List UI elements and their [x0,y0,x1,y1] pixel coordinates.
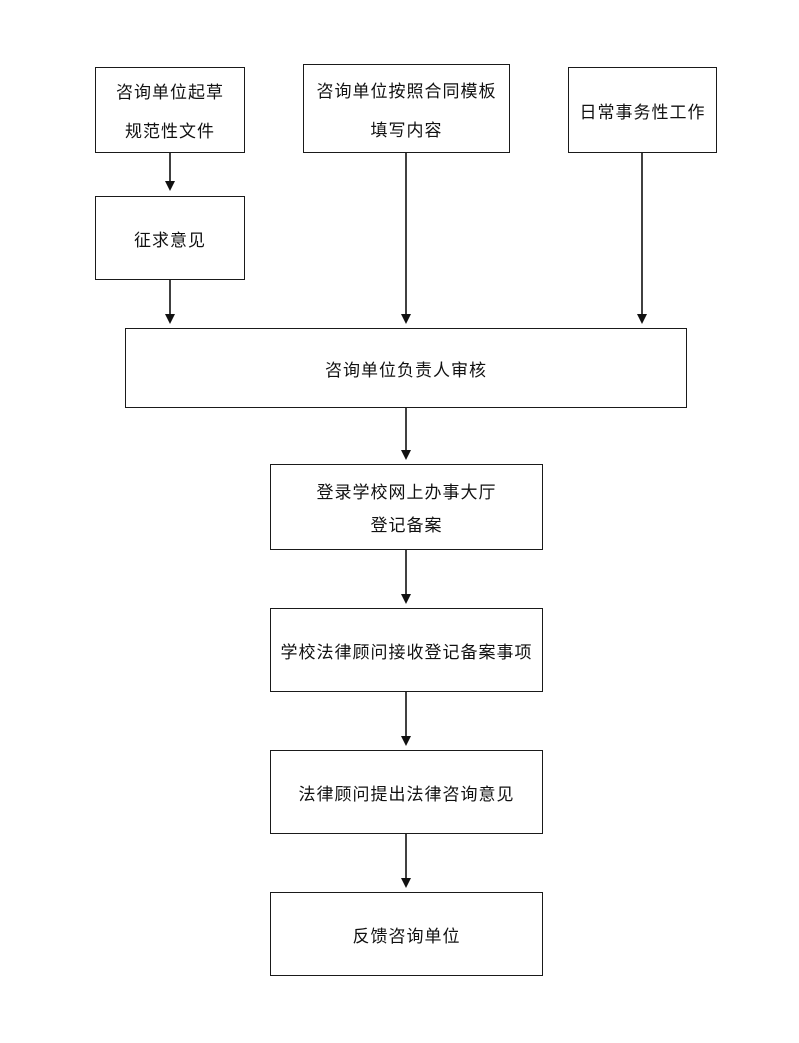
node-fill-template: 咨询单位按照合同模板 填写内容 [303,64,510,153]
node-counsel-receive: 学校法律顾问接收登记备案事项 [270,608,543,692]
node-register-online-line-1: 登录学校网上办事大厅 [316,483,497,503]
node-fill-template-line-1: 咨询单位按照合同模板 [316,81,497,102]
node-solicit-opinions: 征求意见 [95,196,245,280]
node-solicit-opinions-line-1: 征求意见 [134,230,206,251]
node-draft-docs-line-2: 规范性文件 [125,122,215,142]
node-daily-work: 日常事务性工作 [568,67,717,153]
node-feedback-line-1: 反馈咨询单位 [352,926,461,947]
node-register-online-line-2: 登记备案 [370,516,443,536]
node-head-review-line-1: 咨询单位负责人审核 [325,360,487,381]
node-daily-work-line-1: 日常事务性工作 [579,102,706,123]
node-head-review: 咨询单位负责人审核 [125,328,687,408]
node-counsel-opinion: 法律顾问提出法律咨询意见 [270,750,543,834]
node-draft-docs: 咨询单位起草 规范性文件 [95,67,245,153]
node-counsel-receive-line-1: 学校法律顾问接收登记备案事项 [280,642,533,663]
node-counsel-opinion-line-1: 法律顾问提出法律咨询意见 [298,784,515,805]
node-register-online: 登录学校网上办事大厅 登记备案 [270,464,543,550]
node-draft-docs-line-1: 咨询单位起草 [116,83,224,103]
node-feedback: 反馈咨询单位 [270,892,543,976]
node-fill-template-line-2: 填写内容 [370,120,443,141]
